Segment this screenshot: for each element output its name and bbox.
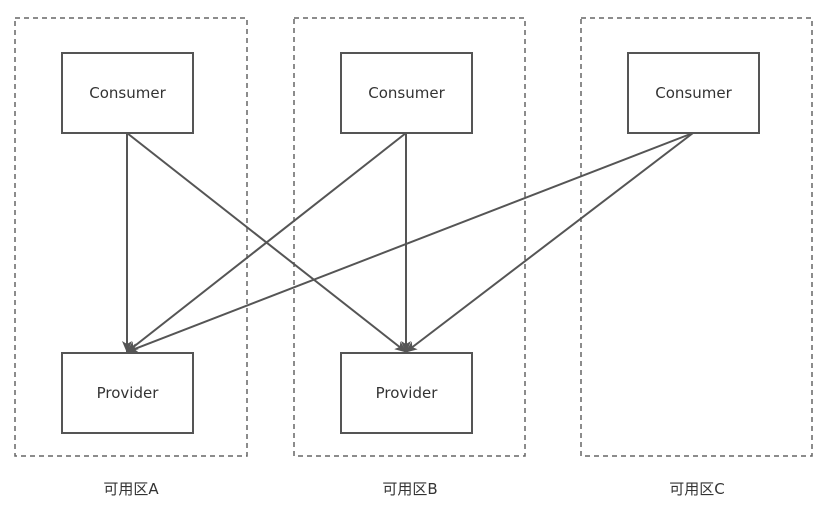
provider-b-node: Provider [340, 352, 473, 434]
provider-b-label: Provider [376, 384, 439, 402]
provider-a-label: Provider [97, 384, 160, 402]
edge-consumer-c-to-provider-a [126, 132, 694, 353]
consumer-c-label: Consumer [655, 84, 732, 102]
edges [122, 132, 694, 353]
consumer-a-node: Consumer [61, 52, 194, 134]
provider-a-node: Provider [61, 352, 194, 434]
consumer-a-label: Consumer [89, 84, 166, 102]
zone-c-boundary [580, 17, 813, 457]
zone-c-label: 可用区C [669, 480, 724, 498]
zone-b-label: 可用区B [382, 480, 437, 498]
zone-a-label: 可用区A [103, 480, 159, 498]
zone-b-boundary [293, 17, 526, 457]
edge-consumer-b-to-provider-a [126, 132, 407, 353]
consumer-b-label: Consumer [368, 84, 445, 102]
consumer-c-node: Consumer [627, 52, 760, 134]
consumer-b-node: Consumer [340, 52, 473, 134]
edge-consumer-c-to-provider-b [405, 132, 694, 353]
zone-a-boundary [14, 17, 248, 457]
